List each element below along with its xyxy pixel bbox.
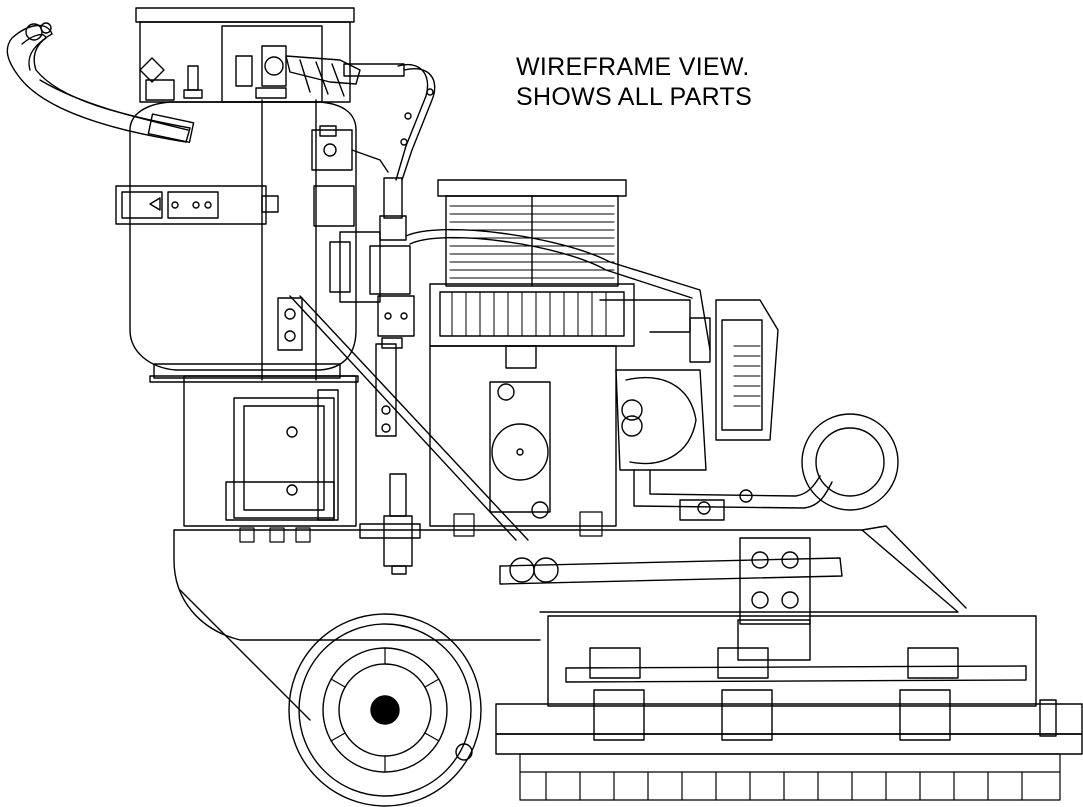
engine-block <box>405 179 711 527</box>
main-deck <box>173 473 967 721</box>
diamond-segments <box>519 753 1061 801</box>
handle-bar <box>6 22 195 144</box>
rear-wheel <box>288 613 482 807</box>
propane-tank <box>115 99 359 383</box>
muffler <box>689 299 779 441</box>
regulator-assembly <box>311 125 415 349</box>
grinding-head <box>495 615 1083 801</box>
wireframe-caption: WIREFRAME VIEW. SHOWS ALL PARTS <box>516 52 856 112</box>
drive-belt <box>499 537 843 661</box>
caption-line-2: SHOWS ALL PARTS <box>516 83 753 111</box>
top-cover <box>135 7 436 181</box>
planetary-heads <box>589 647 959 741</box>
vacuum-port <box>801 413 899 511</box>
caption-line-1: WIREFRAME VIEW. <box>516 53 750 81</box>
exhaust-pipe <box>633 469 833 521</box>
